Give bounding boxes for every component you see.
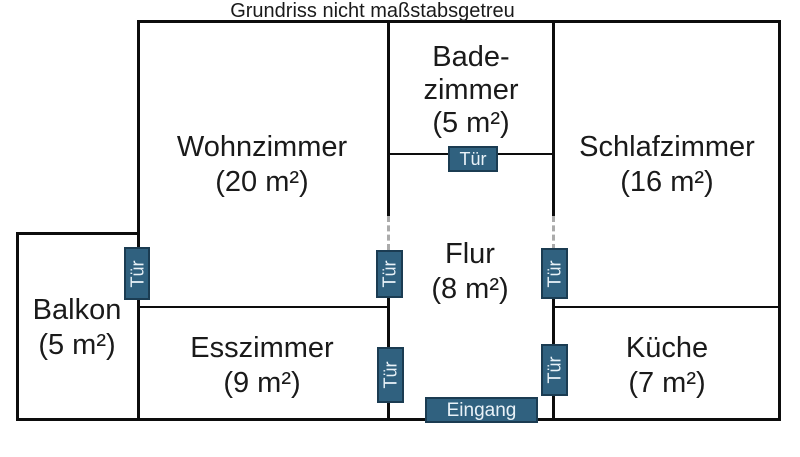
room-name: Balkon [32,294,122,326]
room-name: Esszimmer [190,332,334,364]
door-balkon: Tür [124,247,150,300]
entrance-label: Eingang [446,399,517,421]
door-label: Tür [380,361,401,389]
room-name: Küche [625,332,709,364]
wall-right-corridor-upper [552,20,555,216]
wall-bedroom-kitchen [552,306,781,308]
wall-right-corridor-lower [552,250,555,421]
scale-disclaimer: Grundriss nicht maßstabsgetreu [230,0,515,22]
door-label: Tür [379,260,400,288]
room-name-line1: Bade- [432,41,510,73]
wall-left-corridor-opening [387,216,390,250]
wall-right-corridor-opening [552,216,555,250]
room-label-wohnzimmer: Wohnzimmer (20 m²) [162,130,362,200]
room-label-flur: Flur (8 m²) [390,237,550,307]
room-name: Flur [445,238,495,270]
door-badezimmer: Tür [448,146,498,172]
room-area: (20 m²) [215,166,309,198]
door-flur-lower-right: Tür [541,344,568,396]
room-name: Schlafzimmer [579,131,755,163]
door-label: Tür [459,149,487,169]
door-eingang: Eingang [425,397,538,423]
room-area: (5 m²) [432,107,510,139]
door-flur-upper-right: Tür [541,248,568,299]
door-flur-upper-left: Tür [376,250,403,298]
room-label-kueche: Küche (7 m²) [567,331,767,401]
door-label: Tür [544,260,565,287]
room-name-line2: zimmer [423,74,519,106]
wall-left-corridor-upper [387,20,390,216]
door-flur-lower-left: Tür [377,347,404,403]
door-label: Tür [544,356,565,384]
door-label: Tür [127,260,147,287]
room-name: Wohnzimmer [176,131,348,163]
room-area: (8 m²) [431,273,509,305]
room-label-schlafzimmer: Schlafzimmer (16 m²) [557,130,777,200]
balcony-outline [16,232,140,421]
room-area: (5 m²) [38,329,116,361]
room-label-badezimmer: Bade- zimmer (5 m²) [391,41,551,140]
room-label-esszimmer: Esszimmer (9 m²) [162,331,362,401]
room-area: (16 m²) [620,166,714,198]
room-area: (9 m²) [223,367,301,399]
wall-left-corridor-lower [387,250,390,421]
wall-livingroom-diningroom [137,306,390,308]
room-label-balkon: Balkon (5 m²) [17,293,137,363]
room-area: (7 m²) [628,367,706,399]
